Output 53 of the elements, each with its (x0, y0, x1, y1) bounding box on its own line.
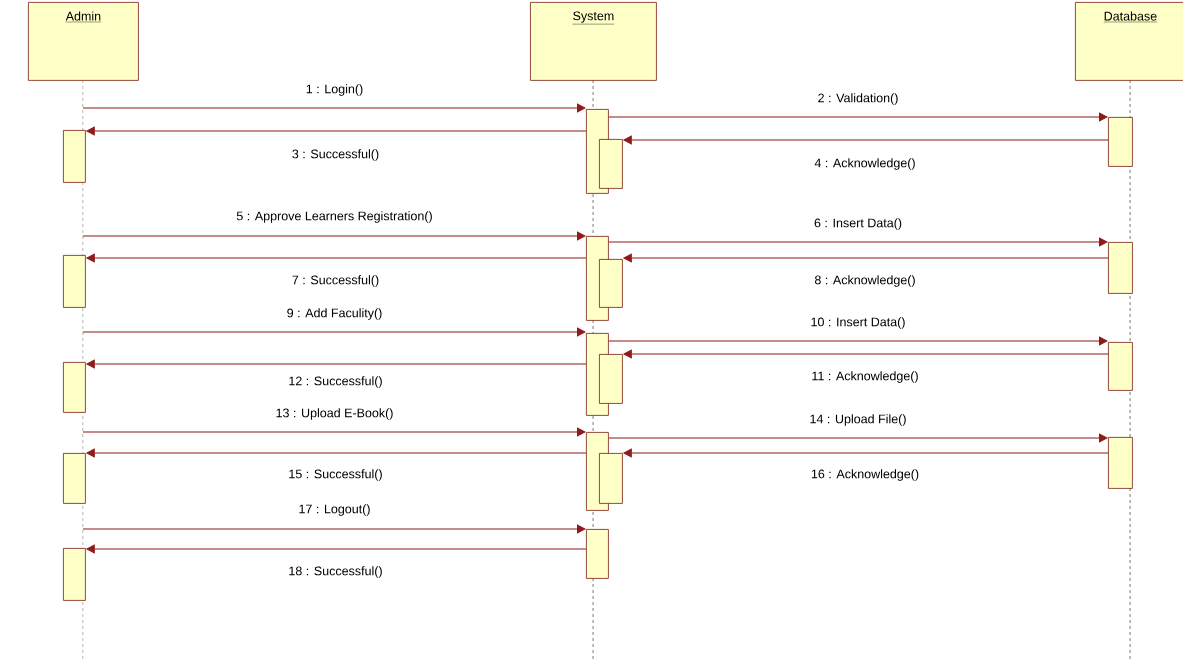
message-arrow (608, 112, 1108, 122)
message-label: 12 : Successful() (287, 375, 384, 389)
message-arrow (86, 126, 587, 136)
message-arrow (82, 524, 586, 534)
activation-bar (1108, 342, 1133, 391)
message-label: 9 : Add Faculity() (285, 307, 384, 321)
message-label: 2 : Validation() (816, 92, 900, 106)
lifeline-head: System (530, 2, 657, 81)
activation-bar (1108, 242, 1133, 294)
message-arrow (608, 336, 1108, 346)
message-arrow (623, 135, 1109, 145)
message-arrow (608, 433, 1108, 443)
activation-bar (63, 255, 86, 308)
activation-bar (63, 362, 86, 413)
message-arrow (82, 103, 586, 113)
message-label: 10 : Insert Data() (809, 316, 907, 330)
message-arrow (623, 448, 1109, 458)
activation-bar (599, 453, 623, 504)
activation-bar (1108, 437, 1133, 489)
activation-bar (599, 139, 623, 189)
message-label: 3 : Successful() (290, 148, 381, 162)
message-arrow (82, 427, 586, 437)
activation-bar (1108, 117, 1133, 167)
message-label: 8 : Acknowledge() (813, 274, 917, 288)
message-arrow (623, 349, 1109, 359)
lifeline-head: Database (1075, 2, 1183, 81)
message-label: 1 : Login() (304, 83, 365, 97)
message-label: 13 : Upload E-Book() (274, 407, 395, 421)
message-label: 17 : Logout() (297, 503, 372, 517)
activation-bar (599, 354, 623, 404)
message-arrow (86, 359, 587, 369)
message-arrow (86, 544, 587, 554)
message-label: 15 : Successful() (287, 468, 384, 482)
message-arrow (608, 237, 1108, 247)
activation-bar (63, 548, 86, 601)
message-label: 14 : Upload File() (808, 413, 908, 427)
message-label: 6 : Insert Data() (813, 217, 903, 231)
message-label: 11 : Acknowledge() (810, 370, 920, 384)
activation-bar (63, 130, 86, 183)
activation-bar (599, 259, 623, 308)
message-arrow (86, 448, 587, 458)
lifeline-head: Admin (28, 2, 139, 81)
activation-bar (63, 453, 86, 504)
message-label: 16 : Acknowledge() (809, 468, 921, 482)
message-arrow (82, 231, 586, 241)
message-arrow (623, 253, 1109, 263)
message-arrow (86, 253, 587, 263)
message-label: 5 : Approve Learners Registration() (235, 210, 434, 224)
message-arrow (82, 327, 586, 337)
activation-bar (586, 529, 609, 579)
message-label: 7 : Successful() (290, 274, 381, 288)
message-label: 4 : Acknowledge() (813, 157, 917, 171)
message-label: 18 : Successful() (287, 565, 384, 579)
